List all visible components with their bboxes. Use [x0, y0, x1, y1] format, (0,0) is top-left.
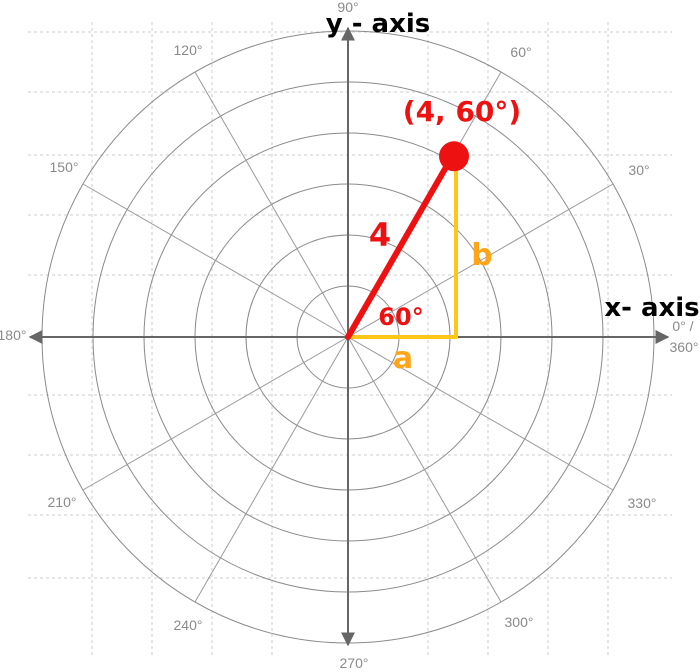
point-coordinate-label: (4, 60°) [403, 95, 521, 128]
angle-label-120: 120° [174, 42, 203, 58]
hypotenuse-length-label: 4 [369, 216, 391, 254]
angle-label-360: 360° [670, 339, 699, 355]
x-axis-title: x- axis [604, 293, 699, 323]
radial-spoke [194, 71, 349, 338]
angle-label-300: 300° [505, 614, 534, 630]
y-axis-title: y - axis [326, 9, 431, 39]
radial-spoke [82, 183, 349, 338]
angle-label-330: 330° [628, 495, 657, 511]
radial-spoke [194, 336, 349, 603]
angle-label-270: 270° [340, 655, 369, 671]
polar-point-dot [439, 141, 469, 172]
angle-label-30: 30° [628, 162, 649, 178]
radial-spoke [347, 336, 614, 491]
side-b-label: b [471, 238, 492, 273]
side-a-label: a [393, 341, 413, 376]
angle-label-240: 240° [174, 617, 203, 633]
angle-label-150: 150° [50, 159, 79, 175]
angle-label-180: 180° [0, 327, 26, 343]
angle-label-210: 210° [48, 494, 77, 510]
radial-spoke [347, 336, 502, 603]
angle-label-90: 90° [337, 0, 358, 15]
angle-label-60: 60° [510, 44, 531, 60]
angle-label-0: 0° / [672, 318, 693, 334]
background-grid [28, 22, 672, 655]
hypotenuse-line [345, 157, 453, 340]
angle-60-label: 60° [378, 303, 423, 331]
radial-spoke [347, 183, 614, 338]
radial-spoke [82, 336, 349, 491]
